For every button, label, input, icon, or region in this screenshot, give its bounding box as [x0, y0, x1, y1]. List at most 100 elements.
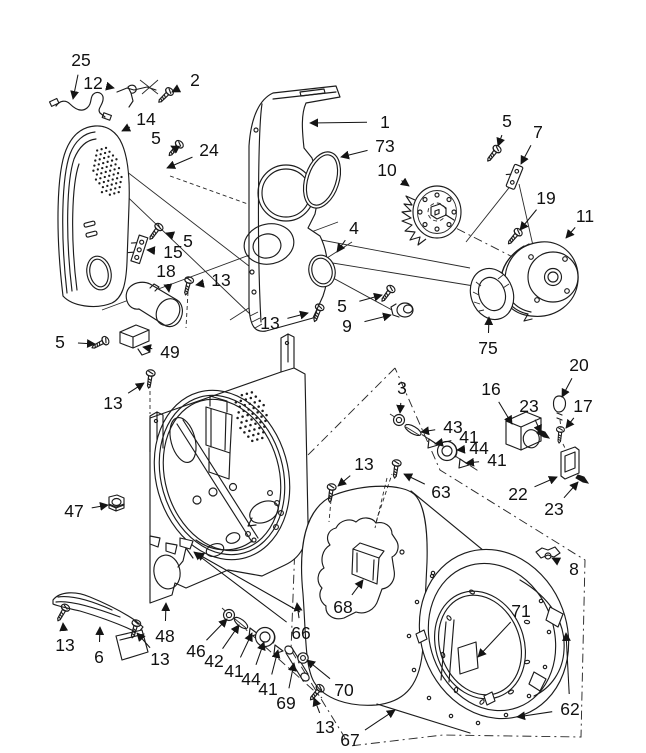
callout-arrow: [351, 579, 364, 596]
part-wire-harness: [48, 91, 113, 121]
callout-arrow: [520, 145, 532, 165]
part-blower-wheel: [401, 185, 462, 246]
callout-arrow: [105, 81, 115, 91]
callout-arrow: [340, 149, 368, 160]
part-bracket-7: [505, 163, 524, 190]
callout-arrow: [121, 123, 132, 132]
callout-arrow: [146, 246, 156, 256]
part-callout-13: 13: [150, 649, 169, 669]
part-seal-ring: [308, 254, 336, 288]
part-sensor-bulb: [552, 395, 567, 451]
callout-arrow: [309, 118, 368, 128]
part-callout-62: 62: [560, 699, 579, 719]
callout-arrow: [563, 481, 579, 499]
part-drum-baffle: [317, 517, 399, 620]
part-callout-41: 41: [459, 427, 478, 447]
callout-arrow: [239, 632, 253, 658]
part-callout-3: 3: [397, 378, 407, 398]
part-terminal-block: [127, 234, 149, 265]
part-callout-23: 23: [544, 499, 563, 519]
callout-arrow: [561, 632, 571, 695]
callout-arrow: [396, 402, 406, 414]
part-callout-46: 46: [186, 641, 205, 661]
callout-arrow: [337, 475, 351, 487]
part-callout-73: 73: [375, 136, 394, 156]
part-callout-5: 5: [55, 332, 65, 352]
callout-arrow: [95, 626, 105, 643]
part-callout-10: 10: [377, 160, 397, 180]
callout-arrow: [77, 339, 96, 348]
callout-arrow: [70, 74, 79, 100]
callout-arrow: [496, 134, 505, 147]
part-roller-kit-lower: [221, 607, 323, 699]
part-callout-6: 6: [94, 647, 104, 667]
part-callout-66: 66: [291, 623, 310, 643]
callout-arrow: [477, 621, 512, 658]
callout-arrow: [551, 557, 562, 566]
part-callout-69: 69: [276, 693, 295, 713]
callout-arrow: [165, 231, 176, 240]
part-callout-5: 5: [151, 128, 161, 148]
callout-arrow: [195, 279, 205, 288]
callout-arrow: [565, 417, 575, 429]
part-callout-63: 63: [431, 482, 450, 502]
part-callout-71: 71: [511, 601, 530, 621]
part-callout-41: 41: [487, 450, 506, 470]
part-hex-nut: [108, 494, 125, 512]
part-callout-8: 8: [569, 559, 579, 579]
part-callout-13: 13: [315, 717, 334, 737]
part-callout-13: 13: [103, 393, 122, 413]
part-callout-67: 67: [340, 730, 359, 750]
callout-arrow: [336, 239, 346, 253]
part-console-end-cap: [57, 125, 130, 308]
callout-arrow: [161, 602, 171, 622]
callout-arrow: [271, 649, 281, 675]
part-callout-14: 14: [136, 109, 156, 129]
callout-arrow: [519, 209, 537, 231]
part-callout-41: 41: [258, 679, 277, 699]
callout-arrow: [533, 419, 542, 434]
callout-arrow: [171, 84, 182, 93]
part-callout-75: 75: [478, 338, 497, 358]
callout-arrow: [91, 502, 109, 511]
part-callout-1: 1: [380, 112, 390, 132]
callout-arrow: [561, 378, 573, 398]
part-callout-13: 13: [354, 454, 373, 474]
part-retainer-clip: [535, 546, 561, 560]
callout-arrow: [193, 551, 287, 623]
part-callout-47: 47: [64, 501, 83, 521]
part-callout-24: 24: [199, 140, 219, 160]
part-callout-17: 17: [573, 396, 592, 416]
callout-arrow: [498, 401, 513, 425]
callout-arrow: [59, 622, 69, 632]
part-callout-5: 5: [183, 231, 193, 251]
callout-arrow: [312, 697, 322, 714]
callout-arrow: [364, 709, 396, 731]
part-callout-13: 13: [55, 635, 74, 655]
callout-arrow: [516, 711, 553, 721]
console-grille-dots: [92, 146, 123, 196]
part-front-bulkhead: [149, 333, 309, 604]
callout-arrow: [222, 624, 240, 649]
part-callout-19: 19: [536, 188, 555, 208]
part-callout-49: 49: [160, 342, 179, 362]
callout-arrow: [136, 632, 151, 649]
part-callout-44: 44: [241, 669, 261, 689]
part-callout-13: 13: [211, 270, 230, 290]
part-callout-23: 23: [519, 396, 538, 416]
part-callout-25: 25: [71, 50, 90, 70]
part-callout-43: 43: [443, 417, 462, 437]
part-capacitor: [125, 281, 183, 328]
part-callout-4: 4: [349, 218, 359, 238]
callout-arrow: [484, 316, 494, 334]
part-callout-15: 15: [163, 242, 182, 262]
part-duct-seal: [302, 151, 342, 209]
part-callout-13: 13: [260, 313, 279, 333]
part-idler-mount: [390, 302, 414, 318]
callout-arrow: [142, 344, 153, 353]
callout-arrow: [434, 438, 452, 447]
part-callout-18: 18: [156, 261, 175, 281]
